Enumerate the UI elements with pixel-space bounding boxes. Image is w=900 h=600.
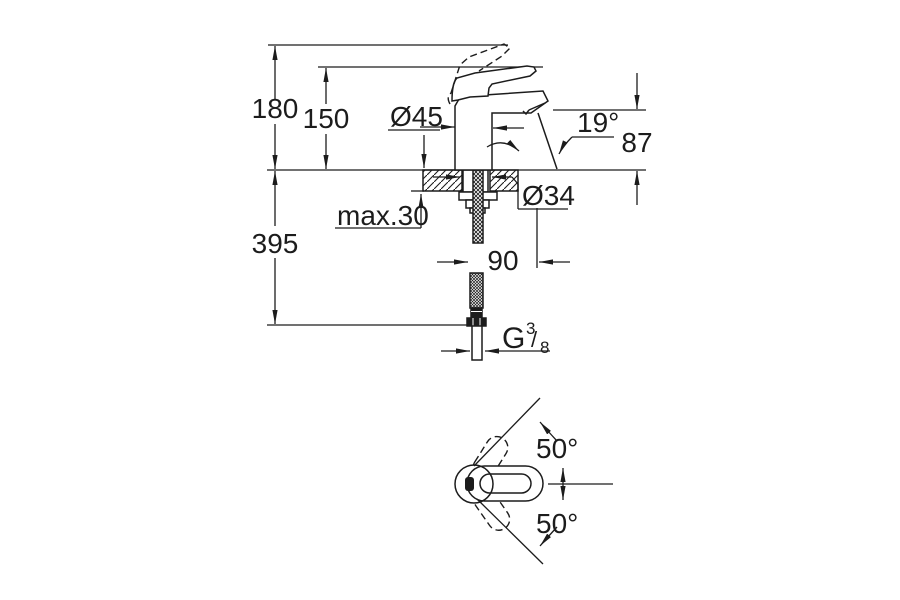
angle-50-up-label: 50° xyxy=(536,433,578,464)
handle-logo-mark xyxy=(465,477,474,491)
dim-87-label: 87 xyxy=(621,127,652,158)
dim-395-label: 395 xyxy=(252,228,299,259)
angle-50-down-label: 50° xyxy=(536,508,578,539)
lever-handle xyxy=(451,65,537,102)
connection-tube xyxy=(471,325,483,361)
swivel-angle-lines xyxy=(473,397,613,565)
g38-denominator: 8 xyxy=(540,338,549,357)
faucet-body xyxy=(454,90,549,171)
stream-arc-arrow xyxy=(486,139,520,152)
handle-inner-slot xyxy=(479,473,532,494)
upper-50deg-ray xyxy=(473,397,541,467)
water-stream-line xyxy=(537,112,558,170)
g38-numerator: 3 xyxy=(526,319,535,338)
side-view: 180 150 395 Ø45 max.30 Ø34 90 19° 87 G 3… xyxy=(252,43,653,361)
dim-90-label: 90 xyxy=(487,245,518,276)
g38-slash: / xyxy=(531,327,538,352)
threaded-rod xyxy=(472,169,484,244)
dimension-labels: 180 150 395 Ø45 max.30 Ø34 90 19° 87 G 3… xyxy=(252,93,653,357)
upper-arc-arrow xyxy=(539,421,558,442)
lower-50deg-ray xyxy=(476,498,544,565)
braided-hose xyxy=(469,272,484,309)
handle-base-circle xyxy=(454,464,494,504)
top-view: 50° 50° xyxy=(454,397,613,565)
supply-hose xyxy=(466,272,487,361)
aerator-line xyxy=(528,102,546,111)
dim-d34-label: Ø34 xyxy=(522,180,575,211)
dim-g38-label: G 3 / 8 xyxy=(502,319,549,357)
dimension-lines xyxy=(272,46,640,354)
dim-d45-label: Ø45 xyxy=(390,101,443,132)
aerator-notch xyxy=(522,109,530,116)
crimp-collar xyxy=(470,307,483,319)
dim-max30-label: max.30 xyxy=(337,200,429,231)
swivel-angle-labels: 50° 50° xyxy=(536,433,578,539)
mounting-assembly xyxy=(458,169,498,244)
dim-150-label: 150 xyxy=(303,103,350,134)
lever-raised-dashed xyxy=(447,43,512,105)
dim-180-label: 180 xyxy=(252,93,299,124)
dim-19deg-label: 19° xyxy=(577,107,619,138)
g38-g: G xyxy=(502,322,525,355)
hose-hex-nut xyxy=(466,317,487,327)
lower-arc-arrow xyxy=(539,526,558,547)
